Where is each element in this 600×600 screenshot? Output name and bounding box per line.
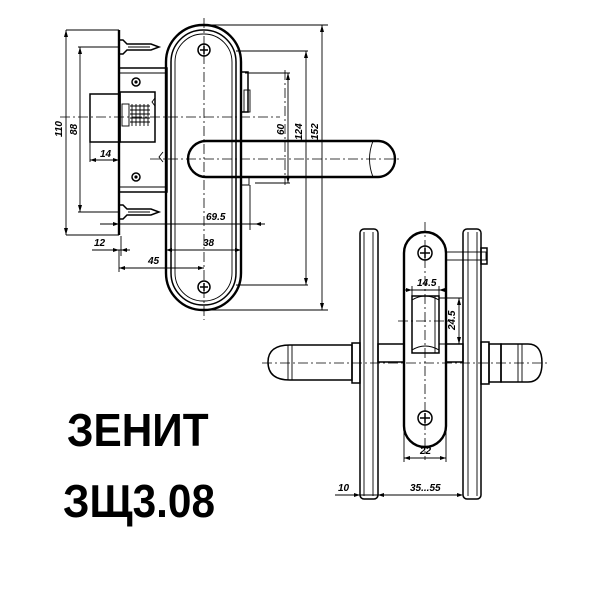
dim-bolt-throw: 14	[100, 149, 112, 160]
dim-12: 12	[94, 238, 106, 249]
dim-overall-height: 110	[54, 121, 65, 137]
dim-screw-spacing: 88	[69, 123, 80, 135]
dim-door-thickness: 35...55	[410, 483, 441, 494]
dim-escutcheon-width: 38	[203, 238, 215, 249]
product-model-title: ЗЩ3.08	[63, 475, 216, 527]
dim-handle-offset: 60	[276, 123, 287, 135]
dim-latch-height: 24.5	[447, 310, 458, 331]
dim-body-width: 22	[419, 446, 432, 457]
dim-escutcheon-height: 152	[310, 123, 321, 140]
dim-latch-width: 14.5	[417, 278, 437, 289]
dim-backset: 45	[147, 256, 160, 267]
product-brand-title: ЗЕНИТ	[67, 404, 209, 456]
dim-escutcheon-inner: 124	[294, 123, 305, 140]
dim-handle-projection: 69.5	[206, 212, 226, 223]
side-view: 14.5 24.5 22 10 35...55	[262, 222, 548, 500]
dim-plate-offset: 10	[338, 483, 350, 494]
front-view: 110 88 14 69.5 12 38 45	[54, 18, 400, 320]
